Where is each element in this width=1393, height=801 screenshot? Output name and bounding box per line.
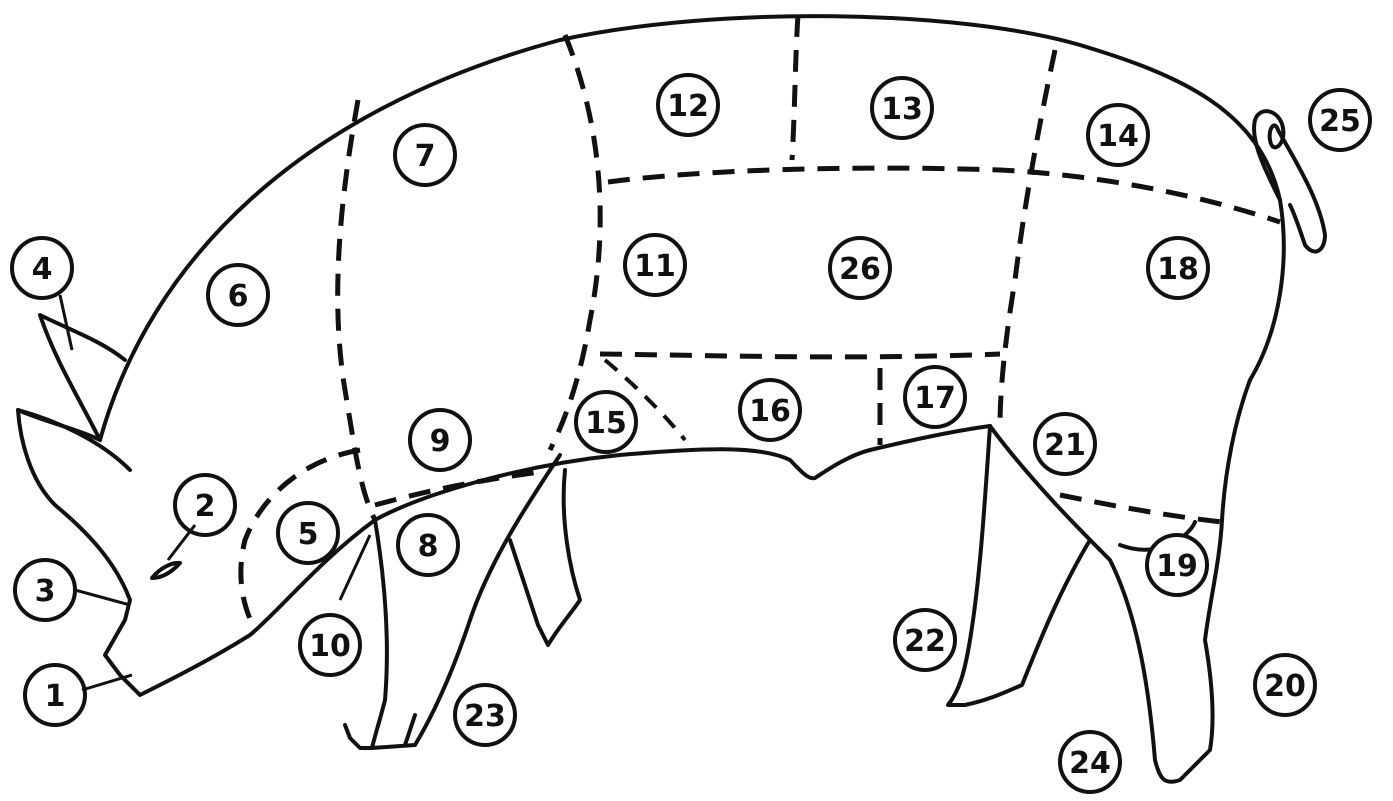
cut-marker-15: 15 [576,392,636,452]
cut-marker-number: 25 [1319,104,1361,139]
cut-marker-26: 26 [830,238,890,298]
cut-marker-9: 9 [410,410,470,470]
cut-marker-number: 1 [45,679,66,714]
cut-marker-number: 2 [195,489,216,524]
cut-marker-19: 19 [1147,535,1207,595]
cut-marker-number: 22 [904,624,946,659]
cut-marker-5: 5 [278,503,338,563]
cut-marker-14: 14 [1088,105,1148,165]
cut-marker-13: 13 [872,78,932,138]
cut-marker-8: 8 [398,515,458,575]
cut-marker-number: 9 [430,424,451,459]
cut-marker-number: 21 [1044,428,1086,463]
cut-marker-6: 6 [208,265,268,325]
cut-marker-21: 21 [1035,414,1095,474]
cut-marker-16: 16 [740,380,800,440]
cut-marker-number: 15 [585,406,627,441]
cut-marker-number: 5 [298,517,319,552]
cut-marker-number: 24 [1069,746,1111,781]
cut-marker-12: 12 [658,75,718,135]
cut-marker-number: 23 [464,699,506,734]
cut-marker-number: 13 [881,92,923,127]
cut-marker-7: 7 [395,125,455,185]
cut-marker-20: 20 [1255,655,1315,715]
cut-marker-number: 26 [839,252,881,287]
cut-marker-2: 2 [175,475,235,535]
cut-marker-number: 3 [35,574,56,609]
cut-marker-number: 16 [749,394,791,429]
cut-marker-1: 1 [25,665,85,725]
cut-marker-number: 7 [415,139,436,174]
cut-marker-number: 18 [1157,252,1199,287]
cut-marker-number: 11 [634,249,676,284]
cut-marker-22: 22 [895,610,955,670]
cut-marker-24: 24 [1060,732,1120,792]
cut-marker-number: 20 [1264,669,1306,704]
cut-marker-11: 11 [625,235,685,295]
cut-marker-number: 8 [418,529,439,564]
cut-marker-number: 10 [309,629,351,664]
cut-marker-number: 12 [667,89,709,124]
cut-marker-17: 17 [905,367,965,427]
cut-marker-number: 6 [228,279,249,314]
cut-marker-10: 10 [300,615,360,675]
cut-marker-4: 4 [12,238,72,298]
cut-marker-23: 23 [455,685,515,745]
cut-marker-number: 17 [914,381,956,416]
cut-marker-number: 19 [1156,549,1198,584]
cut-marker-18: 18 [1148,238,1208,298]
cut-marker-25: 25 [1310,90,1370,150]
cut-marker-3: 3 [15,560,75,620]
cut-marker-number: 14 [1097,119,1139,154]
cut-marker-number: 4 [32,252,53,287]
